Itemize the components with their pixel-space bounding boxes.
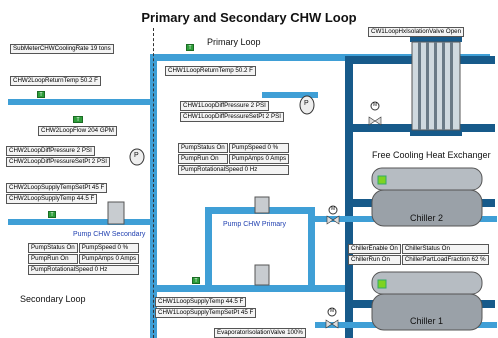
motor-valve-chiller1-icon[interactable]: M	[330, 308, 335, 314]
primary-loop-label: Primary Loop	[207, 37, 261, 47]
pump-primary-speed[interactable]: PumpSpeed 0 %	[228, 143, 290, 153]
flow-meter-icon: T	[73, 116, 83, 123]
bypass-pipe	[262, 92, 318, 98]
pressure-symbol-primary-icon: P	[304, 100, 309, 107]
hx-isolation-valve-tag[interactable]: CW1LoopHxIsolationValve Open	[368, 27, 465, 37]
evaporator-valve-tag[interactable]: EvaporatorIsolationValve 100%	[214, 328, 306, 338]
pump-secondary-panel: PumpStatus On PumpSpeed 0 % PumpRun On P…	[28, 243, 140, 275]
chw1-diff-pressure-tag[interactable]: CHW1LoopDiffPressure 2 PSI	[180, 101, 269, 111]
page-title: Primary and Secondary CHW Loop	[141, 10, 357, 25]
chw1-return-temp-tag[interactable]: CHW1LoopReturnTemp 50.2 F	[165, 66, 256, 76]
pump-primary-panel: PumpStatus On PumpSpeed 0 % PumpRun On P…	[178, 143, 290, 175]
chw1-supply-sp-tag[interactable]: CHW1LoopSupplyTempSetPt 45 F	[155, 308, 257, 318]
chw1-supply-temp-tag[interactable]: CHW1LoopSupplyTemp 44.5 F	[155, 297, 247, 307]
pump-primary-body	[254, 196, 270, 214]
chiller-run[interactable]: ChillerRun On	[348, 255, 401, 265]
pump-secondary-speed[interactable]: PumpSpeed 0 %	[78, 243, 140, 253]
chiller2-shell	[371, 167, 483, 191]
chw2-diff-pressure-sp-tag[interactable]: CHW2LoopDiffPressureSetPt 2 PSI	[6, 157, 110, 167]
chw2-supply-sp-tag[interactable]: CHW2LoopSupplyTempSetPt 45 F	[6, 183, 108, 193]
chw2-return-pipe	[8, 99, 154, 105]
motor-valve-hx-icon[interactable]: M	[373, 102, 378, 108]
primary-top-pipe	[150, 54, 490, 61]
pressure-gauge-secondary	[129, 148, 145, 166]
chw2-return-temp-tag[interactable]: CHW2LoopReturnTemp 50.2 F	[10, 76, 101, 86]
motor-valve-chiller2-icon[interactable]: M	[331, 206, 336, 212]
primary-bottom-pipe	[150, 285, 350, 292]
pump-secondary-status[interactable]: PumpStatus On	[28, 243, 78, 253]
loop-divider	[153, 28, 154, 338]
chiller-part-load-fraction[interactable]: ChillerPartLoadFraction 62 %	[401, 255, 489, 265]
pump-primary-run[interactable]: PumpRun On	[178, 154, 228, 164]
free-cooling-label: Free Cooling Heat Exchanger	[372, 150, 491, 160]
chw2-supply-pipe	[8, 219, 154, 225]
pump-primary-lower	[254, 264, 270, 286]
pump-secondary-body	[107, 201, 125, 225]
chw1-diff-pressure-sp-tag[interactable]: CHW1LoopDiffPressureSetPt 2 PSI	[180, 112, 284, 122]
chiller1-shell	[371, 271, 483, 295]
pump-primary-amps[interactable]: PumpAmps 0 Amps	[228, 154, 290, 164]
pump-chw-primary-label: Pump CHW Primary	[223, 221, 287, 228]
submeter-tag[interactable]: SubMeterCHWCoolingRate 19 tons	[10, 44, 114, 54]
transmitter-return-icon: T	[37, 91, 45, 98]
pump-primary-right	[308, 207, 315, 287]
pump-secondary-amps[interactable]: PumpAmps 0 Amps	[78, 254, 140, 264]
pump-primary-rotational-speed[interactable]: PumpRotationalSpeed 0 Hz	[178, 165, 290, 175]
transmitter-primary-icon: T	[186, 44, 194, 51]
chiller-enable[interactable]: ChillerEnable On	[348, 244, 401, 254]
pump-secondary-rotational-speed[interactable]: PumpRotationalSpeed 0 Hz	[28, 265, 140, 275]
transmitter-chw1-icon: T	[192, 277, 200, 284]
chiller-status-panel: ChillerEnable On ChillerStatus On Chille…	[348, 244, 489, 265]
chw2-flow-tag[interactable]: CHW2LoopFlow 204 GPM	[38, 126, 117, 136]
pressure-gauge-primary	[299, 95, 315, 115]
pressure-symbol-secondary-icon: P	[134, 152, 139, 159]
hx-top-flange	[410, 36, 462, 42]
chiller-status[interactable]: ChillerStatus On	[401, 244, 489, 254]
pump-secondary-run[interactable]: PumpRun On	[28, 254, 78, 264]
transmitter-supply-icon: T	[48, 211, 56, 218]
hx-bottom-flange	[410, 130, 462, 136]
chiller2-label: Chiller 2	[410, 213, 444, 223]
chiller1-label: Chiller 1	[410, 316, 444, 326]
pump-primary-riser	[205, 207, 212, 287]
secondary-loop-label: Secondary Loop	[20, 294, 86, 304]
cw-dark-pipe-left	[345, 56, 353, 338]
pump-chw-secondary-label: Pump CHW Secondary	[73, 231, 146, 238]
pump-primary-status[interactable]: PumpStatus On	[178, 143, 228, 153]
chw2-supply-temp-tag[interactable]: CHW2LoopSupplyTemp 44.5 F	[6, 194, 98, 204]
chw2-diff-pressure-tag[interactable]: CHW2LoopDiffPressure 2 PSI	[6, 146, 95, 156]
